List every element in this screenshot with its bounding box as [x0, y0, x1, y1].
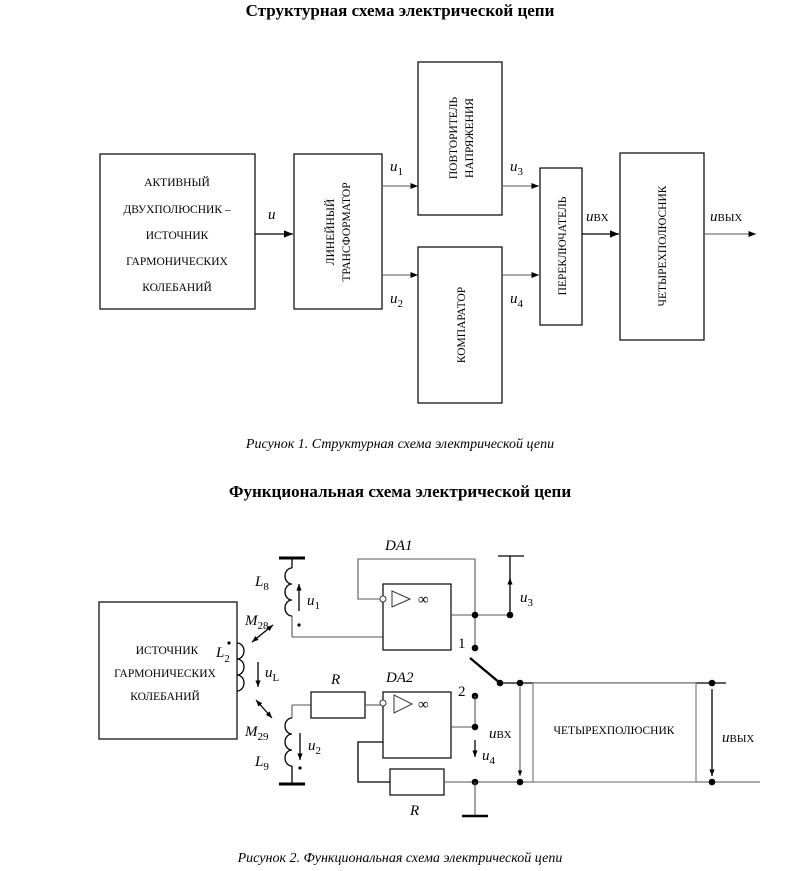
source-line-3: ИСТОЧНИК [146, 230, 209, 242]
label-M29: M29 [244, 724, 269, 743]
switch-label: ПЕРЕКЛЮЧАТЕЛЬ [557, 196, 569, 295]
signal-u: u [268, 207, 276, 223]
source-line-4: ГАРМОНИЧЕСКИХ [126, 256, 228, 268]
mutual-coupling-M29 [255, 699, 273, 719]
node-DA1-out [471, 611, 479, 619]
transformer-line-1: ЛИНЕЙНЫЙ [323, 199, 337, 265]
label-M28: M28 [244, 613, 269, 632]
source-block: АКТИВНЫЙ ДВУХПОЛЮСНИК – ИСТОЧНИК ГАРМОНИ… [99, 153, 256, 310]
harmonic-source-block: ИСТОЧНИК ГАРМОНИЧЕСКИХ КОЛЕБАНИЙ [98, 601, 238, 740]
figure2-functional-scheme: ИСТОЧНИК ГАРМОНИЧЕСКИХ КОЛЕБАНИЙ L2 uL M… [98, 538, 760, 819]
repeater-line-1: ПОВТОРИТЕЛЬ [448, 96, 460, 179]
figure1-structural-scheme: АКТИВНЫЙ ДВУХПОЛЮСНИК – ИСТОЧНИК ГАРМОНИ… [99, 61, 756, 404]
label-DA1: DA1 [384, 538, 413, 554]
harmonic-source-line-3: КОЛЕБАНИЙ [130, 689, 200, 703]
node-u3 [506, 611, 514, 619]
source-line-1: АКТИВНЫЙ [144, 175, 210, 189]
figure1-caption: Рисунок 1. Структурная схема электрическ… [245, 437, 555, 452]
comparator-block: КОМПАРАТОР [417, 246, 503, 404]
resistor-R-input [310, 691, 366, 719]
figure2-heading: Функциональная схема электрической цепи [228, 482, 572, 501]
signal-uL: uL [265, 665, 280, 684]
signal-u1: u1 [390, 159, 403, 178]
source-line-2: ДВУХПОЛЮСНИК – [123, 204, 231, 216]
transformer-line-2: ТРАНСФОРМАТОР [341, 182, 353, 281]
label-L8: L8 [254, 574, 269, 593]
signal-u2: u2 [308, 738, 321, 757]
label-DA2: DA2 [385, 670, 414, 686]
switch-pos-2-label: 2 [458, 684, 466, 700]
label-L2: L2 [215, 645, 230, 665]
transformer-block: ЛИНЕЙНЫЙ ТРАНСФОРМАТОР [293, 153, 383, 310]
signal-u4: u4 [482, 748, 496, 767]
inductor-L2 [236, 642, 245, 692]
opamp-DA2: ∞ DA2 [379, 670, 452, 759]
switch-lever[interactable] [469, 657, 501, 684]
signal-u2: u2 [390, 291, 403, 310]
signal-uout: uВЫХ [722, 730, 754, 746]
label-L9: L9 [254, 754, 269, 773]
quadripole-block: ЧЕТЫРЕХПОЛЮСНИК [619, 152, 705, 341]
figure1-heading: Структурная схема электрической цепи [245, 1, 555, 20]
mutual-coupling-M28 [251, 624, 274, 643]
signal-uin: uВХ [586, 209, 609, 225]
switch-block: ПЕРЕКЛЮЧАТЕЛЬ [539, 167, 583, 326]
repeater-line-2: НАПРЯЖЕНИЯ [464, 98, 476, 178]
inductor-L9 [284, 717, 293, 767]
source-line-5: КОЛЕБАНИЙ [142, 280, 212, 294]
label-R-feedback: R [409, 803, 419, 819]
quadripole-block-2: ЧЕТЫРЕХПОЛЮСНИК [532, 682, 697, 783]
opamp-infinity-DA1: ∞ [418, 592, 429, 608]
quadripole-label: ЧЕТЫРЕХПОЛЮСНИК [657, 185, 669, 306]
signal-uout: uВЫХ [710, 209, 742, 225]
resistor-R-feedback [389, 768, 445, 796]
signal-u3: u3 [510, 159, 524, 178]
node-DA2-out [471, 723, 479, 731]
label-R-input: R [330, 672, 340, 688]
opamp-DA1: ∞ DA1 [379, 538, 452, 651]
signal-u3: u3 [520, 590, 534, 609]
repeater-block: ПОВТОРИТЕЛЬ НАПРЯЖЕНИЯ [417, 61, 503, 216]
switch-pos-1-label: 1 [458, 636, 466, 652]
comparator-label: КОМПАРАТОР [456, 287, 468, 363]
quadripole-label-2: ЧЕТЫРЕХПОЛЮСНИК [554, 725, 675, 737]
switch-contact-1[interactable] [471, 644, 479, 652]
figure2-caption: Рисунок 2. Функциональная схема электрич… [237, 851, 563, 866]
harmonic-source-line-1: ИСТОЧНИК [136, 645, 199, 657]
signal-u4: u4 [510, 291, 524, 310]
harmonic-source-line-2: ГАРМОНИЧЕСКИХ [114, 668, 216, 680]
inductor-L8 [284, 567, 293, 617]
signal-u1: u1 [307, 593, 320, 612]
signal-uin: uВХ [489, 726, 512, 742]
opamp-infinity-DA2: ∞ [418, 697, 429, 713]
